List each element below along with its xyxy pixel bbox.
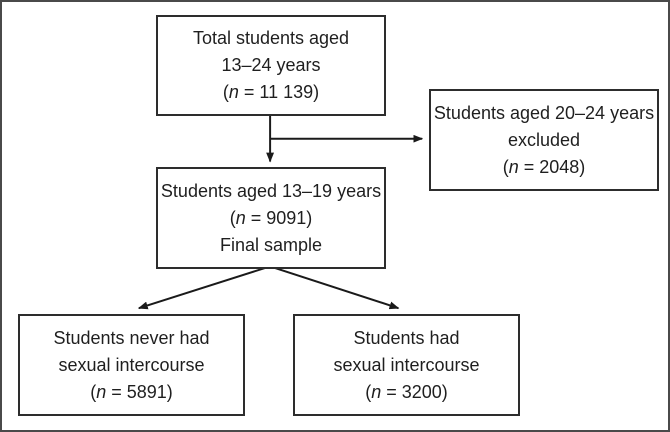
n-symbol: n: [96, 381, 107, 402]
node-total-students: Total students aged 13–24 years (n = 11 …: [156, 15, 386, 116]
count-value: = 9091): [245, 207, 313, 228]
count-value: = 3200): [381, 381, 448, 402]
node-count-line: (n = 5891): [90, 379, 173, 406]
n-symbol: n: [508, 156, 519, 177]
node-count-line: (n = 3200): [365, 379, 448, 406]
node-line: sexual intercourse: [58, 354, 205, 375]
node-count-line: (n = 2048): [503, 154, 586, 181]
paren-open: (: [90, 381, 97, 402]
node-count-line: (n = 11 139): [223, 79, 319, 106]
n-symbol: n: [235, 207, 246, 228]
node-line: Total students aged: [192, 28, 350, 48]
node-had-intercourse: Students had sexual intercourse (n = 320…: [293, 314, 520, 416]
n-symbol: n: [371, 381, 382, 402]
count-value: = 2048): [518, 156, 586, 177]
arrow-final-to-never: [137, 265, 270, 310]
node-never-had-intercourse: Students never had sexual intercourse (n…: [18, 314, 245, 416]
paren-open: (: [222, 82, 229, 102]
arrow-final-to-had: [270, 265, 400, 310]
node-line: Students aged 13–19 years: [160, 180, 382, 201]
node-line: Final sample: [219, 234, 323, 255]
n-symbol: n: [228, 82, 239, 102]
node-line: excluded: [507, 129, 581, 150]
node-line: sexual intercourse: [333, 354, 480, 375]
node-excluded-students: Students aged 20–24 years excluded (n = …: [429, 89, 659, 191]
node-line: Students had: [353, 327, 460, 348]
node-line: Students never had: [53, 327, 210, 348]
count-value: = 5891): [106, 381, 173, 402]
node-count-line: (n = 9091): [230, 205, 313, 232]
paren-open: (: [365, 381, 372, 402]
count-value: = 11 139): [238, 82, 320, 102]
paren-open: (: [229, 207, 236, 228]
paren-open: (: [502, 156, 509, 177]
node-final-sample: Students aged 13–19 years (n = 9091) Fin…: [156, 167, 386, 269]
node-line: Students aged 20–24 years: [433, 102, 655, 123]
node-line: 13–24 years: [221, 55, 321, 75]
